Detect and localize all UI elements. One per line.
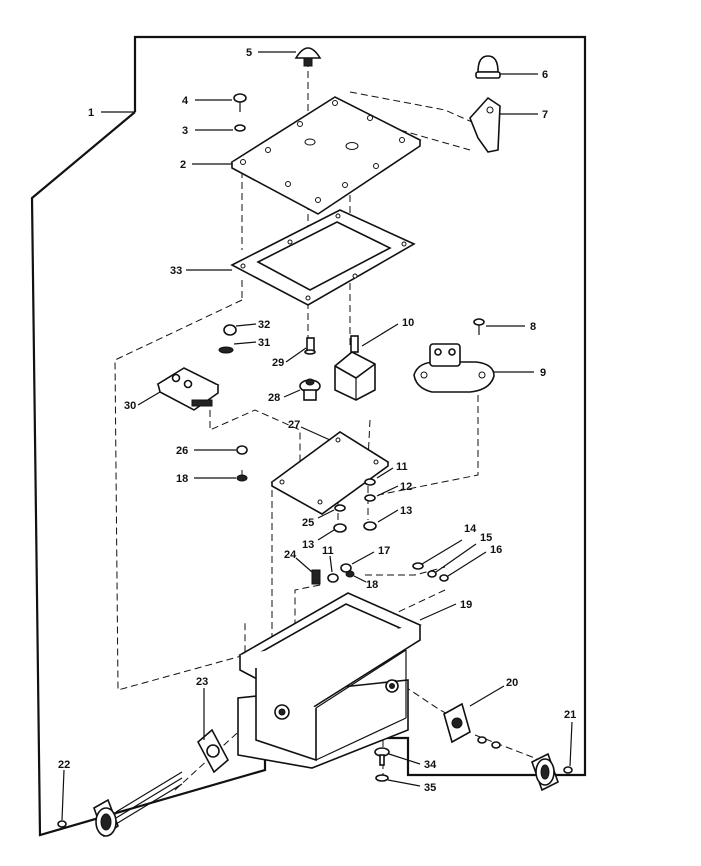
part-27-board [270, 431, 390, 515]
part-23-gasket [196, 728, 230, 774]
part-29-terminal [304, 337, 316, 355]
part-11-nut-b [327, 573, 339, 583]
callout-7: 7 [542, 109, 548, 121]
callout-21: 21 [564, 709, 576, 721]
part-18-washer-b [345, 570, 355, 578]
part-11-nut-a [364, 478, 376, 486]
callout-16: 16 [490, 544, 502, 556]
callout-18b: 18 [366, 579, 378, 591]
assembly-frame [30, 35, 587, 837]
callout-4: 4 [182, 95, 189, 107]
callout-2: 2 [180, 159, 186, 171]
callout-23: 23 [196, 676, 208, 688]
part-28-lamp-socket [299, 378, 321, 401]
callout-3: 3 [182, 125, 188, 137]
part-6-cap [475, 55, 501, 79]
callout-20: 20 [506, 677, 518, 689]
callout-13b: 13 [302, 539, 314, 551]
callout-26: 26 [176, 445, 188, 457]
part-25-spacer [334, 504, 346, 512]
callout-30: 30 [124, 400, 136, 412]
part-19-housing [237, 592, 422, 769]
part-10-relay [334, 335, 376, 401]
part-26-screw [236, 445, 248, 455]
callout-11b: 11 [322, 545, 334, 557]
part-3-washer [234, 124, 246, 132]
part-8-screw [473, 318, 485, 335]
callout-25: 25 [302, 517, 314, 529]
part-7-bracket [469, 96, 501, 153]
part-22-connector [57, 771, 183, 838]
callout-28: 28 [268, 392, 280, 404]
callout-31: 31 [258, 337, 270, 349]
callout-34: 34 [424, 759, 437, 771]
part-34-screw [374, 747, 390, 766]
callout-19: 19 [460, 599, 472, 611]
part-30-switch-bracket [156, 367, 220, 411]
callout-24: 24 [284, 549, 297, 561]
callout-6: 6 [542, 69, 548, 81]
part-14-screw [412, 539, 463, 570]
part-31-washer [218, 346, 234, 354]
callout-22: 22 [58, 759, 70, 771]
part-24-clip [311, 569, 321, 585]
part-2-cover-plate [230, 96, 422, 215]
part-33-gasket [230, 209, 416, 306]
callout-14: 14 [464, 523, 477, 535]
callout-8: 8 [530, 321, 536, 333]
callout-9: 9 [540, 367, 546, 379]
callout-29: 29 [272, 357, 284, 369]
part-13-nut-b [333, 523, 347, 533]
part-32-screw [223, 324, 237, 336]
callout-10: 10 [402, 317, 414, 329]
part-9-mount-base [413, 343, 495, 393]
part-18-washer-a [236, 474, 248, 482]
callout-1: 1 [88, 107, 94, 119]
part-21-connector [477, 736, 573, 792]
callout-12: 12 [400, 481, 412, 493]
part-35-washer [375, 774, 389, 782]
callout-18a: 18 [176, 473, 188, 485]
callout-13a: 13 [400, 505, 412, 517]
callout-32: 32 [258, 319, 270, 331]
callout-11a: 11 [396, 461, 408, 473]
callout-35: 35 [424, 782, 436, 794]
callout-5: 5 [246, 47, 252, 59]
part-4-screw [233, 93, 247, 112]
callout-27: 27 [288, 419, 300, 431]
part-17-screw [340, 563, 352, 573]
callout-17: 17 [378, 545, 390, 557]
part-13-nut-a [363, 521, 377, 531]
part-12-washer [364, 494, 376, 502]
part-16-nut [439, 574, 449, 582]
part-5-knob [294, 47, 322, 67]
part-15-washer [427, 570, 437, 578]
callout-15: 15 [480, 532, 492, 544]
callout-33: 33 [170, 265, 182, 277]
part-20-gasket [443, 702, 471, 744]
